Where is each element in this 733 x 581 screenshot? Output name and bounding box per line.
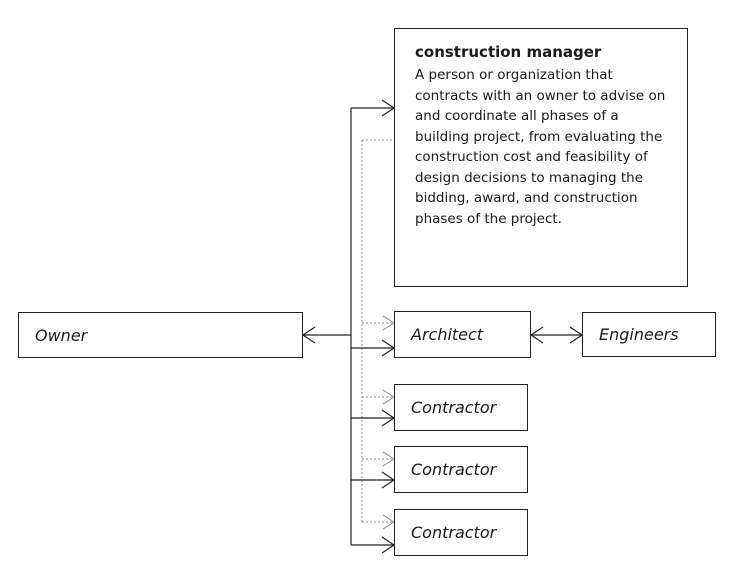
- contractor-box-2: Contractor: [394, 446, 528, 493]
- owner-arrowhead: [301, 326, 316, 344]
- definition-term: construction manager: [415, 43, 602, 61]
- construction-manager-definition: construction manager A person or organiz…: [394, 28, 688, 287]
- contractor-label-2: Contractor: [411, 460, 497, 479]
- owner-label: Owner: [35, 325, 88, 345]
- contractor-label-1: Contractor: [411, 398, 497, 417]
- contractor-label-3: Contractor: [411, 523, 497, 542]
- architect-box: Architect: [394, 311, 531, 358]
- architect-engineers-link: [529, 326, 584, 344]
- solid-arrows: [351, 99, 396, 554]
- owner-box: Owner: [18, 312, 303, 358]
- contractor-box-1: Contractor: [394, 384, 528, 431]
- engineers-label: Engineers: [599, 325, 679, 344]
- engineers-box: Engineers: [582, 312, 716, 357]
- architect-label: Architect: [411, 325, 484, 344]
- contractor-box-3: Contractor: [394, 509, 528, 556]
- definition-text: A person or organization that contracts …: [415, 67, 666, 227]
